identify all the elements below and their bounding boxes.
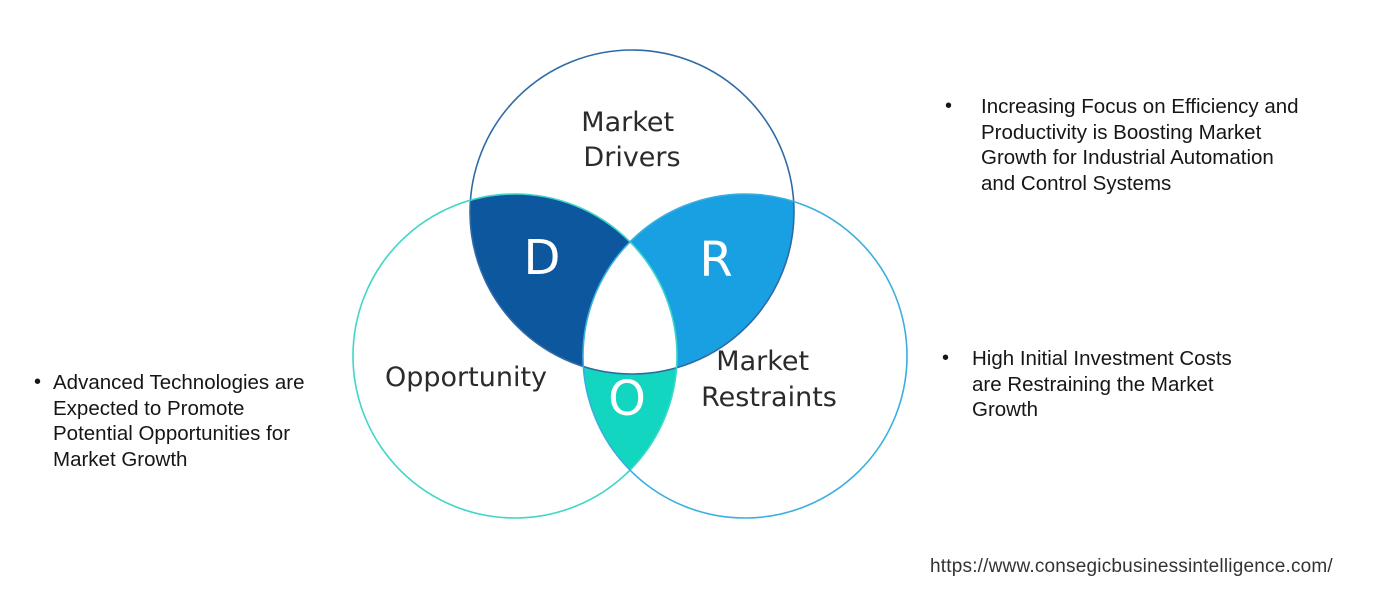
opportunity-label: Opportunity xyxy=(385,362,547,393)
opportunity-bullet: • Advanced Technologies are Expected to … xyxy=(34,370,344,472)
bullet-dot: • xyxy=(34,371,42,393)
restraints-bullet-text: High Initial Investment Costs are Restra… xyxy=(972,347,1232,421)
market-drivers-label: Market Drivers xyxy=(581,107,682,173)
market-restraints-label-line2: Restraints xyxy=(701,382,837,413)
market-drivers-label-line2: Drivers xyxy=(583,142,680,173)
bullet-dot: • xyxy=(942,347,950,369)
opportunity-bullet-text: Advanced Technologies are Expected to Pr… xyxy=(53,371,305,471)
bullet-dot: • xyxy=(945,95,953,117)
market-restraints-label-line1: Market xyxy=(716,346,809,377)
drivers-bullet: • Increasing Focus on Efficiency and Pro… xyxy=(945,94,1345,196)
market-restraints-label: Market Restraints xyxy=(701,346,837,413)
market-drivers-label-line1: Market xyxy=(581,107,674,138)
letter-d: D xyxy=(524,230,561,286)
letter-o: O xyxy=(608,371,646,427)
letter-r: R xyxy=(699,232,732,288)
market-drivers-circle xyxy=(469,49,795,375)
source-url: https://www.consegicbusinessintelligence… xyxy=(930,556,1333,577)
drivers-bullet-text: Increasing Focus on Efficiency and Produ… xyxy=(981,95,1299,195)
market-restraints-circle xyxy=(582,193,908,519)
restraints-bullet: • High Initial Investment Costs are Rest… xyxy=(942,346,1272,423)
opportunity-circle xyxy=(352,193,678,519)
